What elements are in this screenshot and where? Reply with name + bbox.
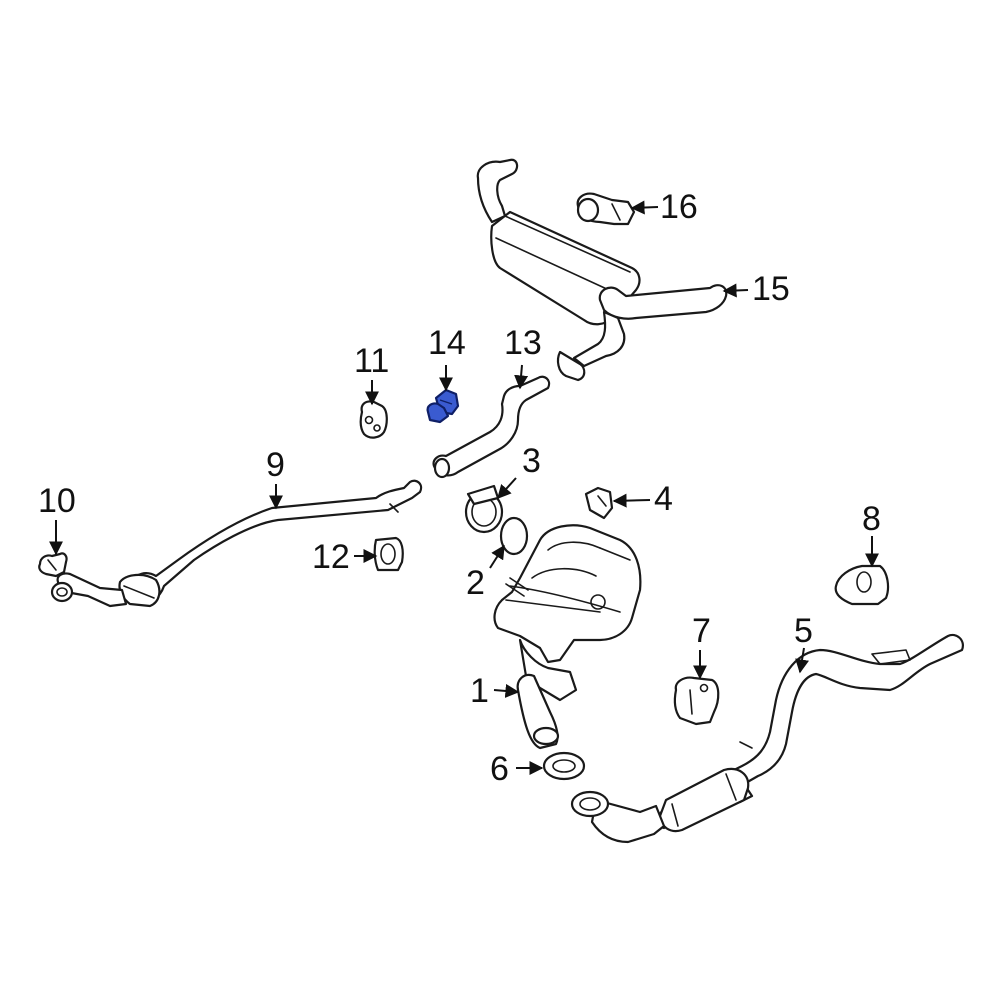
callout-15: 15 bbox=[752, 270, 790, 308]
leader-16 bbox=[630, 200, 659, 215]
bracket-7-part[interactable] bbox=[673, 676, 720, 726]
callout-6: 6 bbox=[490, 750, 509, 788]
callout-4: 4 bbox=[654, 480, 673, 518]
callout-13: 13 bbox=[504, 324, 542, 362]
catalytic-converter-part[interactable] bbox=[493, 524, 642, 750]
rubber-insulator-11-part[interactable] bbox=[359, 400, 388, 439]
callout-leaders bbox=[49, 200, 879, 775]
exhaust-hanger-14-highlighted-part[interactable] bbox=[426, 388, 460, 424]
flange-gasket-part[interactable] bbox=[542, 751, 586, 781]
callout-16: 16 bbox=[660, 188, 698, 226]
leader-4 bbox=[612, 493, 651, 508]
callout-12: 12 bbox=[312, 538, 350, 576]
callout-8: 8 bbox=[862, 500, 881, 538]
intermediate-pipe-part[interactable] bbox=[432, 375, 551, 479]
leader-3 bbox=[497, 477, 517, 500]
callout-5: 5 bbox=[794, 612, 813, 650]
rubber-block-12-part[interactable] bbox=[373, 536, 404, 572]
leader-1 bbox=[493, 683, 520, 698]
callout-7: 7 bbox=[692, 612, 711, 650]
bracket-8-part[interactable] bbox=[834, 564, 890, 606]
bracket-4-part[interactable] bbox=[584, 486, 614, 520]
gasket-ring-part[interactable] bbox=[499, 516, 529, 556]
leader-2 bbox=[489, 544, 505, 569]
rear-muffler-part[interactable] bbox=[476, 158, 728, 382]
callout-11: 11 bbox=[354, 342, 389, 380]
front-pipe-part[interactable] bbox=[50, 479, 423, 608]
leader-15 bbox=[722, 283, 749, 298]
callout-9: 9 bbox=[266, 446, 285, 484]
leader-13 bbox=[514, 364, 529, 390]
callout-14: 14 bbox=[428, 324, 466, 362]
callout-1: 1 bbox=[470, 672, 489, 710]
hanger-bracket-16-part[interactable] bbox=[576, 192, 636, 226]
leader-5 bbox=[795, 647, 809, 674]
callout-10: 10 bbox=[38, 482, 76, 520]
callout-labels: 16 15 13 14 11 9 10 12 3 2 4 8 7 5 1 6 bbox=[38, 188, 881, 788]
band-clamp-part[interactable] bbox=[464, 484, 504, 534]
callout-3: 3 bbox=[522, 442, 541, 480]
clamp-10-part[interactable] bbox=[38, 552, 68, 578]
callout-2: 2 bbox=[466, 564, 485, 602]
rear-pipe-resonator-part[interactable] bbox=[570, 633, 964, 844]
